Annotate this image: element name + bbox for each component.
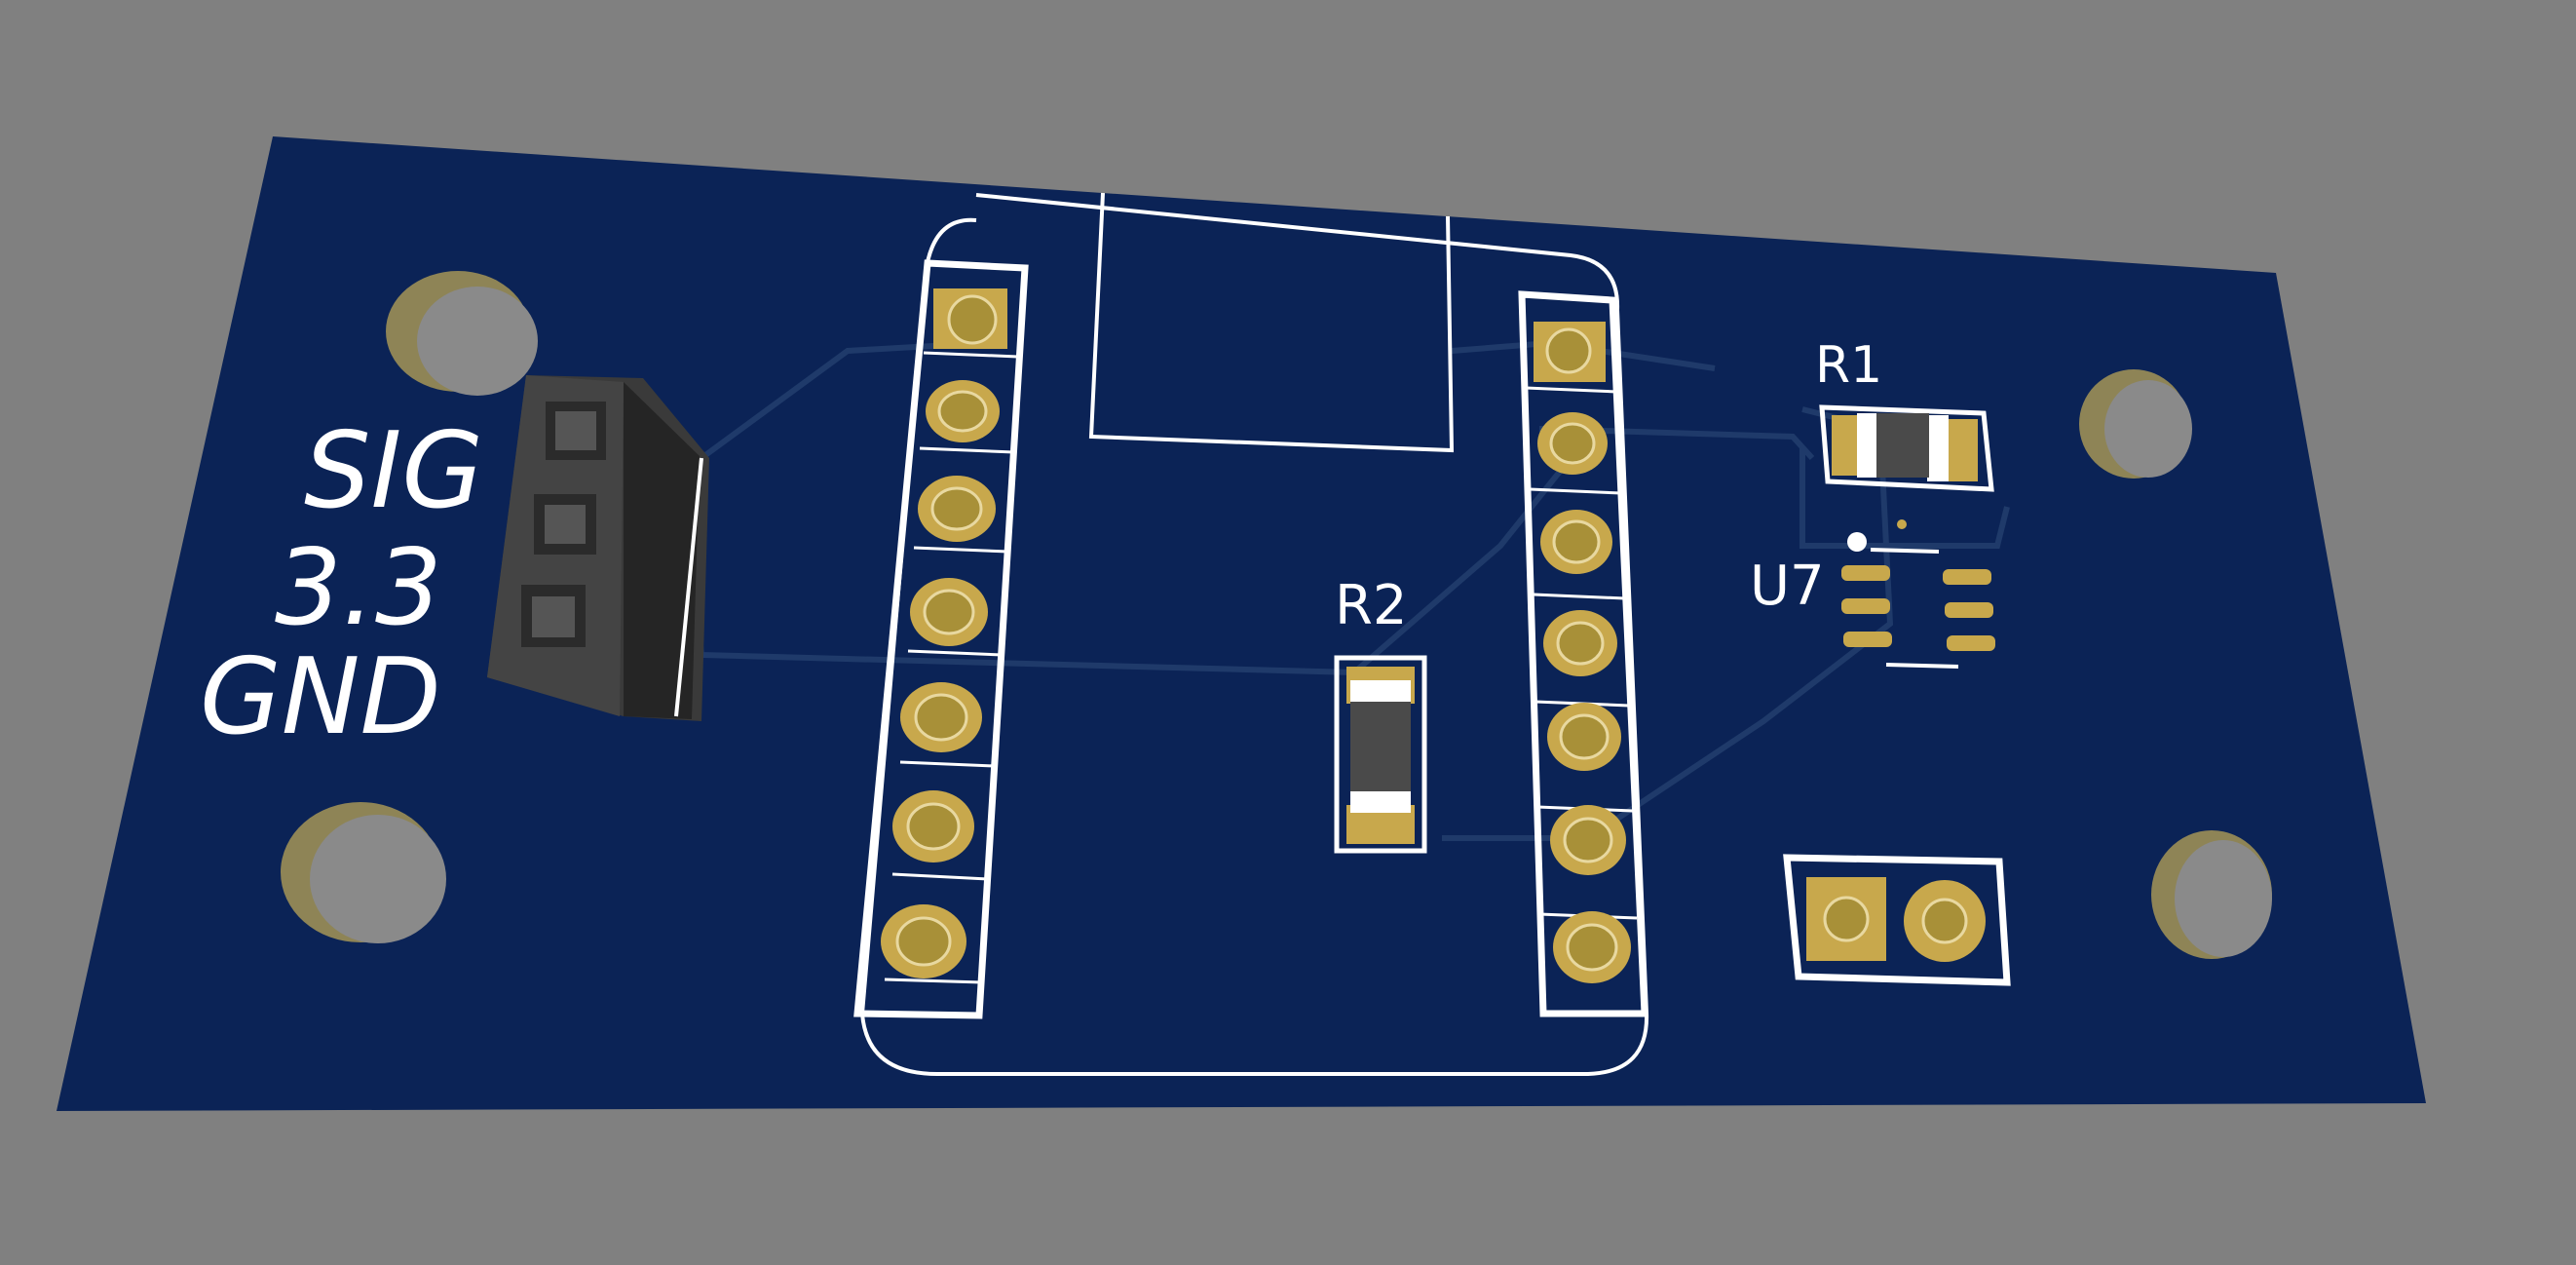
- tht-pad-icon[interactable]: [1540, 510, 1612, 574]
- tht-pad-icon[interactable]: [1550, 805, 1626, 875]
- component-u7[interactable]: U7: [1750, 519, 1995, 669]
- pin-header-icon[interactable]: [487, 375, 709, 721]
- tht-pad-icon[interactable]: [1534, 322, 1606, 382]
- tht-pad-icon[interactable]: [918, 476, 996, 542]
- tht-pad-icon[interactable]: [1537, 412, 1608, 475]
- tht-pad-icon[interactable]: [1547, 703, 1621, 771]
- mounting-hole-icon: [2079, 369, 2192, 479]
- smd-resistor-icon[interactable]: [1819, 404, 1994, 492]
- tht-pad-icon[interactable]: [1806, 877, 1886, 961]
- module-footprint-outline: [859, 192, 1649, 1076]
- two-pin-connector[interactable]: [1783, 854, 2011, 986]
- left-pin-pads[interactable]: [881, 288, 1007, 978]
- u7-designator: U7: [1750, 555, 1825, 618]
- tht-pad-icon[interactable]: [892, 790, 974, 862]
- tht-pad-icon[interactable]: [933, 288, 1007, 349]
- tht-pad-icon[interactable]: [1553, 911, 1631, 983]
- sot23-6-icon[interactable]: [1841, 519, 1995, 669]
- mounting-hole-icon: [2151, 830, 2272, 959]
- tht-pad-icon[interactable]: [1904, 880, 1986, 962]
- r1-designator: R1: [1815, 336, 1882, 395]
- tht-pad-icon[interactable]: [900, 682, 982, 752]
- tht-pad-icon[interactable]: [910, 578, 988, 646]
- component-r2[interactable]: R2: [1334, 574, 1427, 854]
- pcb-board[interactable]: [57, 136, 2426, 1111]
- mounting-hole-icon: [386, 271, 538, 396]
- connector-label-gnd: GND: [200, 636, 441, 758]
- r2-designator: R2: [1335, 574, 1408, 637]
- tht-pad-icon[interactable]: [926, 380, 1000, 442]
- component-r1[interactable]: R1: [1815, 336, 1994, 492]
- connector-label-3v3: 3.3: [275, 527, 442, 649]
- right-pin-pads[interactable]: [1534, 322, 1631, 983]
- tht-pad-icon[interactable]: [881, 904, 966, 978]
- connector-label-sig: SIG: [304, 410, 483, 532]
- smd-resistor-icon[interactable]: [1334, 655, 1427, 854]
- tht-pad-icon[interactable]: [1543, 610, 1617, 676]
- left-pin-header-outline: [853, 259, 1029, 1019]
- mounting-hole-icon: [281, 802, 446, 943]
